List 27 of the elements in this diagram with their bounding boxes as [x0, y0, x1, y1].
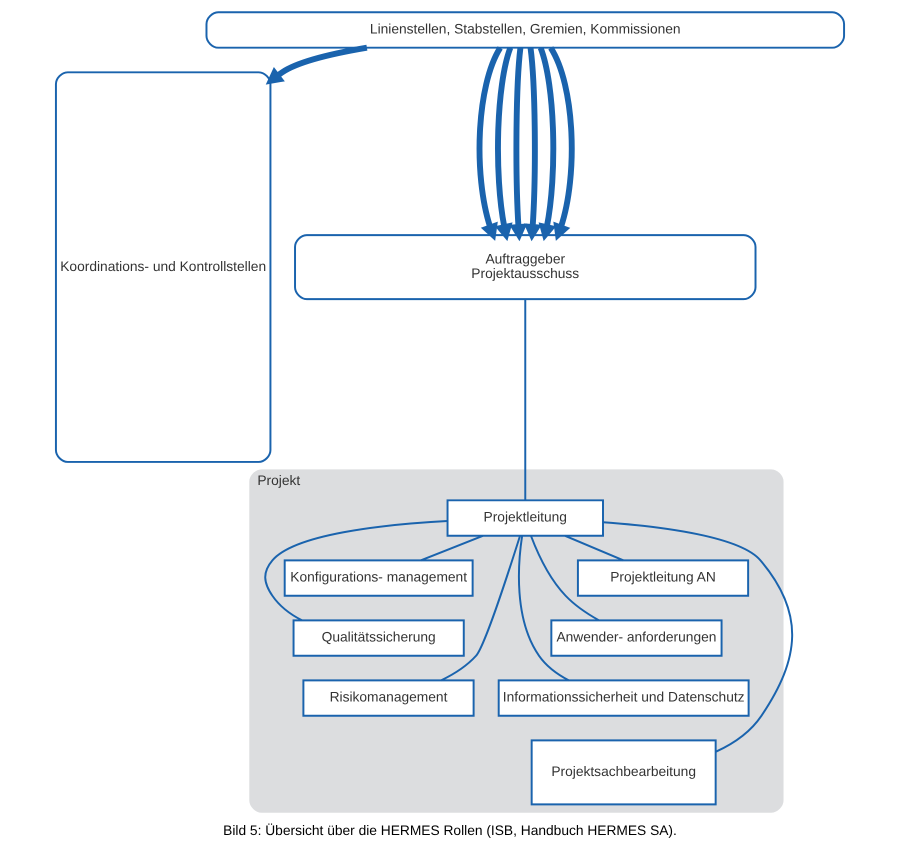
node-box: Koordinations- und Kontrollstellen: [54, 71, 271, 463]
arrow: [476, 46, 502, 241]
node-box: Projektsachbearbeitung: [530, 739, 716, 806]
arrow: [265, 44, 367, 85]
node-box: Qualitätssicherung: [292, 619, 464, 657]
caption: Bild 5: Übersicht über die HERMES Rollen (ISB, Handbuch HERMES SA).: [222, 823, 676, 838]
connector: [602, 521, 793, 753]
node-box: Informationssicherheit und Datenschutz: [497, 679, 750, 717]
node-box: Linienstellen, Stabstellen, Gremien, Kommissionen: [204, 11, 845, 49]
node-box: Anwender- anforderungen: [550, 619, 722, 657]
node-box: Risikomanagement: [302, 679, 474, 717]
arrow: [537, 46, 556, 242]
node-box: Projektleitung: [446, 499, 604, 537]
arrow: [523, 48, 542, 242]
node-box: Auftraggeber Projektausschuss: [294, 234, 756, 300]
node-box: Projektleitung AN: [576, 559, 749, 597]
connector: [564, 534, 624, 562]
connector: [518, 536, 569, 682]
arrow: [508, 48, 527, 242]
connector: [420, 534, 483, 562]
connector: [264, 520, 447, 622]
node-box: Konfigurations- management: [283, 559, 474, 597]
connector: [530, 536, 599, 622]
connector: [440, 536, 520, 682]
arrow: [494, 47, 513, 242]
connector: [524, 299, 526, 500]
arrow: [548, 46, 574, 241]
